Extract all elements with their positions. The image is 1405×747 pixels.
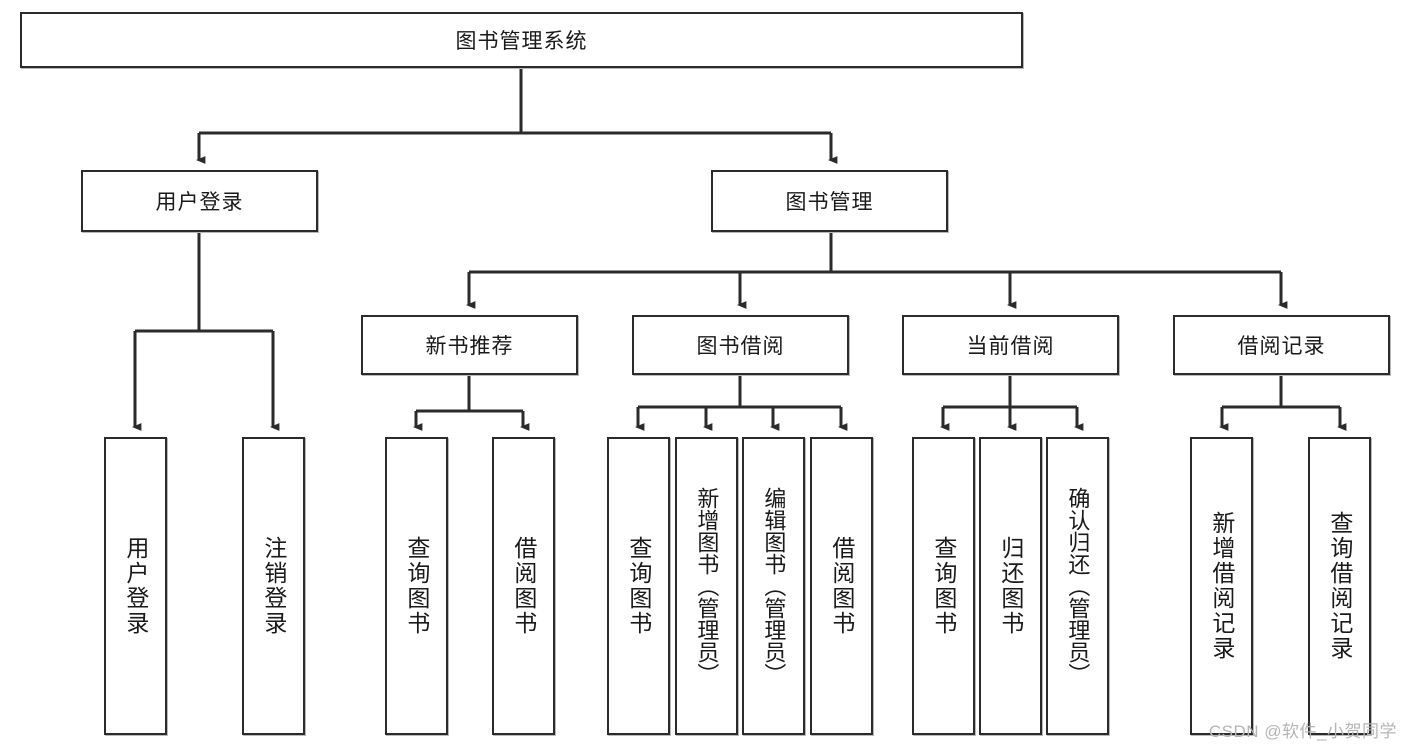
node-user-login[interactable]: 用户登录	[81, 170, 318, 232]
node-label: 查询图书	[625, 536, 652, 636]
node-root-book-management-system[interactable]: 图书管理系统	[20, 12, 1023, 68]
node-leaf-query-book-1[interactable]: 查询图书	[385, 437, 448, 735]
node-label: 注销登录	[260, 536, 287, 636]
node-label: 新增图书（管理员）	[694, 487, 720, 685]
node-current-borrow[interactable]: 当前借阅	[902, 315, 1119, 375]
node-label: 图书借阅	[696, 335, 785, 358]
node-label: 新增借阅记录	[1208, 511, 1235, 661]
node-leaf-borrow-book-1[interactable]: 借阅图书	[492, 437, 555, 735]
node-label: 查询图书	[403, 536, 430, 636]
node-label: 查询借阅记录	[1326, 511, 1353, 661]
node-label: 图书管理	[785, 191, 874, 214]
csdn-watermark: CSDN @软件_小贺同学	[1208, 722, 1397, 741]
node-leaf-query-record[interactable]: 查询借阅记录	[1308, 437, 1371, 735]
node-label: 图书管理系统	[455, 30, 588, 53]
node-new-book-recommend[interactable]: 新书推荐	[361, 315, 578, 375]
node-leaf-confirm-return[interactable]: 确认归还（管理员）	[1046, 437, 1109, 735]
node-label: 确认归还（管理员）	[1065, 487, 1091, 685]
node-label: 当前借阅	[966, 335, 1055, 358]
node-leaf-return-book[interactable]: 归还图书	[979, 437, 1042, 735]
node-label: 用户登录	[122, 536, 149, 636]
node-label: 借阅图书	[828, 536, 855, 636]
node-borrow-record[interactable]: 借阅记录	[1173, 315, 1390, 375]
node-leaf-borrow-book-2[interactable]: 借阅图书	[810, 437, 873, 735]
node-label: 归还图书	[997, 536, 1024, 636]
node-book-borrow[interactable]: 图书借阅	[632, 315, 849, 375]
node-label: 查询图书	[930, 536, 957, 636]
node-leaf-edit-book[interactable]: 编辑图书（管理员）	[742, 437, 805, 735]
node-leaf-add-record[interactable]: 新增借阅记录	[1190, 437, 1253, 735]
node-leaf-query-book-3[interactable]: 查询图书	[912, 437, 975, 735]
node-label: 编辑图书（管理员）	[761, 487, 787, 685]
node-leaf-logout-login[interactable]: 注销登录	[242, 437, 305, 735]
node-label: 借阅图书	[510, 536, 537, 636]
node-label: 新书推荐	[425, 335, 514, 358]
node-leaf-add-book[interactable]: 新增图书（管理员）	[675, 437, 738, 735]
node-leaf-query-book-2[interactable]: 查询图书	[607, 437, 670, 735]
node-book-manage[interactable]: 图书管理	[711, 170, 948, 232]
node-label: 用户登录	[155, 191, 244, 214]
node-leaf-user-login[interactable]: 用户登录	[104, 437, 167, 735]
node-label: 借阅记录	[1237, 335, 1326, 358]
